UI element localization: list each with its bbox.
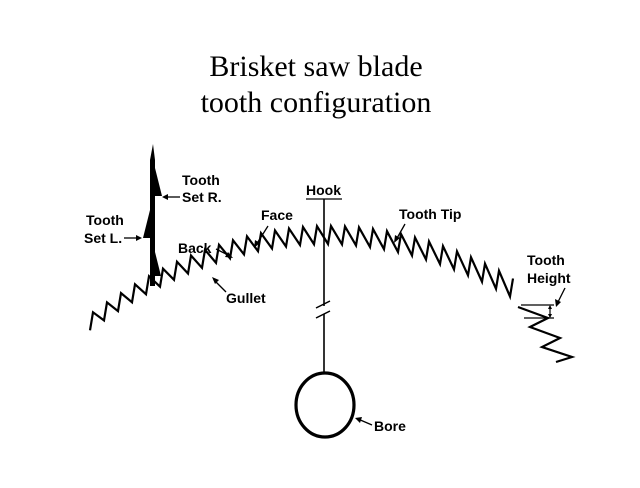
tooth-set-l-label-line-1: Tooth	[86, 212, 124, 228]
tooth-set-r-label-line-2: Set R.	[182, 189, 222, 205]
bore-arrow	[355, 417, 373, 426]
hook-label: Hook	[306, 182, 341, 198]
hook-break-mark-2	[315, 310, 331, 319]
diagram-title-line-2: tooth configuration	[201, 86, 432, 119]
tooth-set-r-label-line-1: Tooth	[182, 172, 220, 188]
saw-blade-teeth	[88, 222, 515, 331]
bore-circle	[294, 371, 356, 439]
tooth-height-label-line-1: Tooth	[527, 252, 565, 268]
tooth-top-tip	[150, 144, 155, 160]
gullet-label: Gullet	[226, 290, 266, 306]
face-label: Face	[261, 207, 293, 223]
tooth-set-right-shape-2	[155, 252, 161, 276]
blade-edge-bar	[150, 160, 155, 286]
tooth-set-r-arrow	[162, 194, 180, 200]
saw-blade-teeth-tail	[517, 305, 576, 364]
tooth-tip-label: Tooth Tip	[399, 206, 461, 222]
tooth-height-arrow	[555, 287, 566, 307]
bore-label: Bore	[374, 418, 406, 434]
tooth-set-side-view	[143, 144, 162, 286]
tooth-set-right-shape	[155, 168, 162, 196]
tooth-set-l-label-line-2: Set L.	[84, 230, 122, 246]
tooth-set-left-shape	[143, 210, 150, 238]
hook-break-mark-1	[315, 300, 331, 309]
tooth-height-label-line-2: Height	[527, 270, 571, 286]
face-arrow	[254, 225, 269, 248]
gullet-arrow	[212, 277, 227, 293]
back-arrow	[215, 248, 233, 258]
tooth-tip-arrow	[394, 223, 406, 243]
diagram-title-line-1: Brisket saw blade	[209, 50, 422, 83]
back-label: Back	[178, 240, 212, 256]
tooth-height-indicator	[521, 304, 554, 319]
tooth-set-l-arrow	[124, 235, 142, 241]
